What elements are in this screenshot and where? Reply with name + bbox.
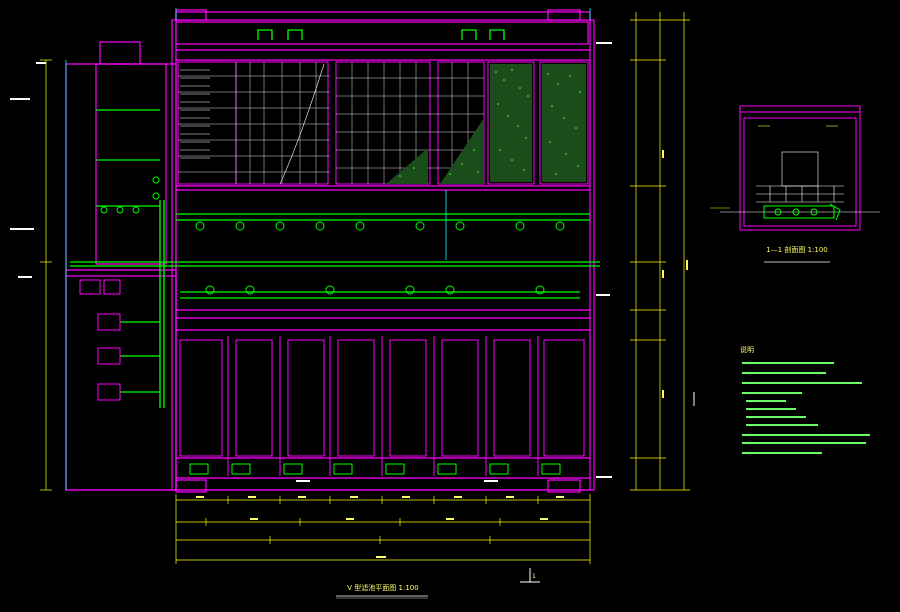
valves bbox=[100, 176, 565, 295]
main-plan bbox=[65, 8, 600, 493]
section-marker-label: 1 bbox=[532, 573, 536, 580]
plan-walls bbox=[65, 9, 595, 493]
filter-grid bbox=[178, 62, 484, 184]
main-title: V 型滤池平面图 1:100 bbox=[347, 583, 418, 592]
accent-lines bbox=[65, 8, 591, 490]
notes-heading: 说明 bbox=[740, 345, 754, 354]
dimension-label-marks bbox=[196, 150, 688, 558]
annotation-marks bbox=[10, 42, 612, 482]
pipe-network bbox=[70, 29, 600, 408]
main-title-block: V 型滤池平面图 1:100 bbox=[336, 583, 428, 599]
media-fill bbox=[279, 63, 586, 185]
stair-hatching bbox=[180, 69, 210, 159]
section-marker: 1 bbox=[520, 392, 695, 583]
lower-left-rooms bbox=[79, 279, 121, 401]
section-title: 1—1 剖面图 1:100 bbox=[766, 245, 828, 254]
channel-markers bbox=[189, 463, 561, 475]
notes-block: 说明 bbox=[740, 345, 870, 454]
section-1-1: 1—1 剖面图 1:100 bbox=[710, 105, 880, 263]
lower-filter-bays bbox=[179, 336, 585, 476]
dimensions bbox=[40, 12, 690, 564]
